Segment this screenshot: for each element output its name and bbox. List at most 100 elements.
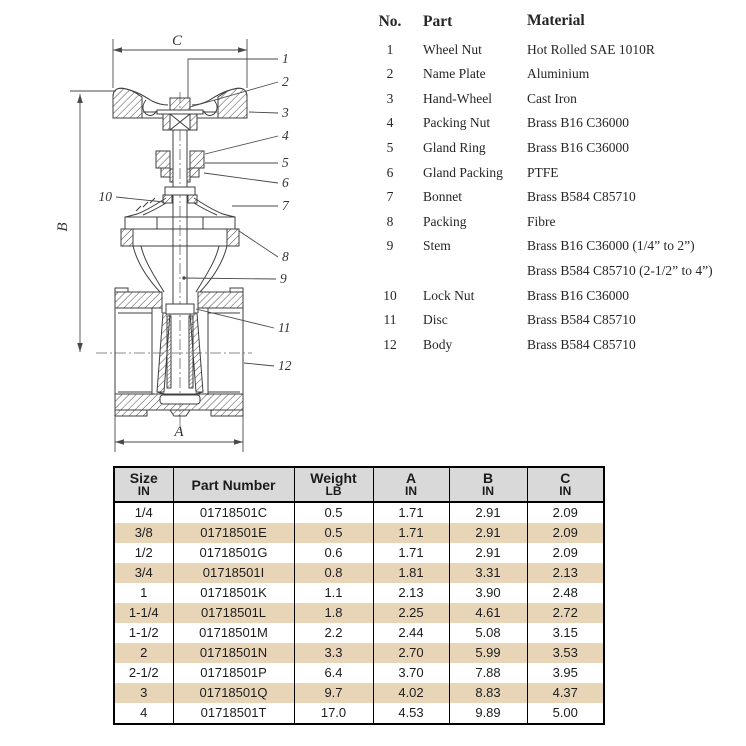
spec-cell: 1 (113, 583, 174, 603)
part-material-line: PTFE (527, 164, 559, 180)
parts-header-material: Material (527, 12, 585, 29)
spec-cell: 2.72 (526, 603, 605, 623)
spec-cell: 1.71 (372, 523, 450, 543)
part-no: 1 (386, 41, 394, 57)
leader-10 (115, 196, 165, 203)
part-material-line: Brass B584 C85710 (2-1/2” to 4”) (527, 262, 713, 278)
spec-header-line1: Weight (310, 470, 357, 486)
part-no: 12 (383, 336, 397, 352)
part-no: 7 (386, 189, 394, 205)
spec-header-line1: B (482, 470, 494, 486)
disc-wedge-shape (156, 303, 204, 405)
spec-cell: 1-1/4 (113, 603, 174, 623)
spec-header-line1: C (560, 470, 571, 486)
part-no: 8 (386, 213, 394, 229)
spec-cell: 4.61 (448, 603, 528, 623)
part-no: 5 (386, 139, 394, 155)
callout-12: 12 (278, 358, 292, 373)
part-material: Hot Rolled SAE 1010R (527, 38, 743, 63)
part-material: Aluminium (527, 62, 743, 87)
callout-9: 9 (280, 271, 287, 286)
leader-9 (183, 277, 277, 280)
hub-shape (162, 113, 198, 131)
spec-cell: 5.00 (526, 703, 605, 724)
spec-cell: 4.37 (526, 683, 605, 703)
spec-cell: 3.31 (448, 563, 528, 583)
spec-cell: 1-1/2 (113, 623, 174, 643)
body-shape (114, 287, 244, 417)
part-material-line: Fibre (527, 213, 556, 229)
spec-cell: 3.90 (448, 583, 528, 603)
leader-3 (248, 111, 279, 114)
callout-8: 8 (282, 249, 289, 264)
spec-cell: 2.2 (293, 623, 374, 643)
spec-cell: 0.6 (293, 543, 374, 563)
spec-cell: 1/2 (113, 543, 174, 563)
dim-label-c: C (172, 33, 183, 49)
spec-cell: 3.70 (372, 663, 450, 683)
callout-10: 10 (99, 189, 113, 204)
part-material: Brass B584 C85710 (527, 333, 743, 358)
spec-cell: 0.5 (293, 502, 374, 523)
leader-2 (189, 81, 279, 108)
dim-c (112, 39, 248, 88)
callout-1: 1 (282, 51, 289, 66)
spec-header-line2: IN (137, 484, 150, 498)
spec-cell: 1.71 (372, 543, 450, 563)
spec-cell: 01718501C (172, 502, 295, 523)
part-material: Brass B16 C36000 (527, 136, 743, 161)
spec-cell: 3/8 (113, 523, 174, 543)
part-material-line: Brass B584 C85710 (527, 189, 636, 205)
spec-cell: 01718501M (172, 623, 295, 643)
spec-cell: 9.7 (293, 683, 374, 703)
spec-header-line2: IN (482, 484, 494, 498)
callout-7: 7 (282, 198, 290, 213)
name-plate-shape (156, 109, 204, 115)
spec-header-line1: Part Number (191, 476, 276, 493)
part-material: Fibre (527, 210, 743, 235)
part-name: Bonnet (423, 189, 462, 205)
part-name: Gland Ring (423, 139, 486, 155)
spec-cell: 2.44 (372, 623, 450, 643)
spec-header-line2: LB (325, 484, 342, 498)
spec-header-line1: Size (129, 470, 158, 486)
part-material: Brass B16 C36000 (527, 284, 743, 309)
spec-cell: 3.3 (293, 643, 374, 663)
dim-label-b: B (55, 222, 71, 231)
spec-header-line2: IN (559, 484, 572, 498)
part-name: Disc (423, 312, 448, 328)
spec-cell: 6.4 (293, 663, 374, 683)
spec-cell: 2.09 (526, 502, 605, 523)
part-name: Gland Packing (423, 164, 503, 180)
spec-cell: 2.91 (448, 523, 528, 543)
spec-cell: 2.25 (372, 603, 450, 623)
spec-cell: 2.13 (372, 583, 450, 603)
part-material-line: Cast Iron (527, 90, 577, 106)
part-material: Brass B16 C36000 (1/4” to 2”)Brass B584 … (527, 234, 743, 283)
callout-4: 4 (282, 128, 289, 143)
spec-cell: 3.15 (526, 623, 605, 643)
spec-cell: 2.13 (526, 563, 605, 583)
part-material: Brass B16 C36000 (527, 111, 743, 136)
part-name: Name Plate (423, 66, 486, 82)
parts-header-part: Part (423, 13, 453, 30)
part-material-line: Brass B16 C36000 (527, 139, 630, 155)
spec-cell: 4.53 (372, 703, 450, 724)
spec-cell: 5.08 (448, 623, 528, 643)
part-no: 3 (386, 90, 394, 106)
part-material: Brass B584 C85710 (527, 308, 743, 333)
